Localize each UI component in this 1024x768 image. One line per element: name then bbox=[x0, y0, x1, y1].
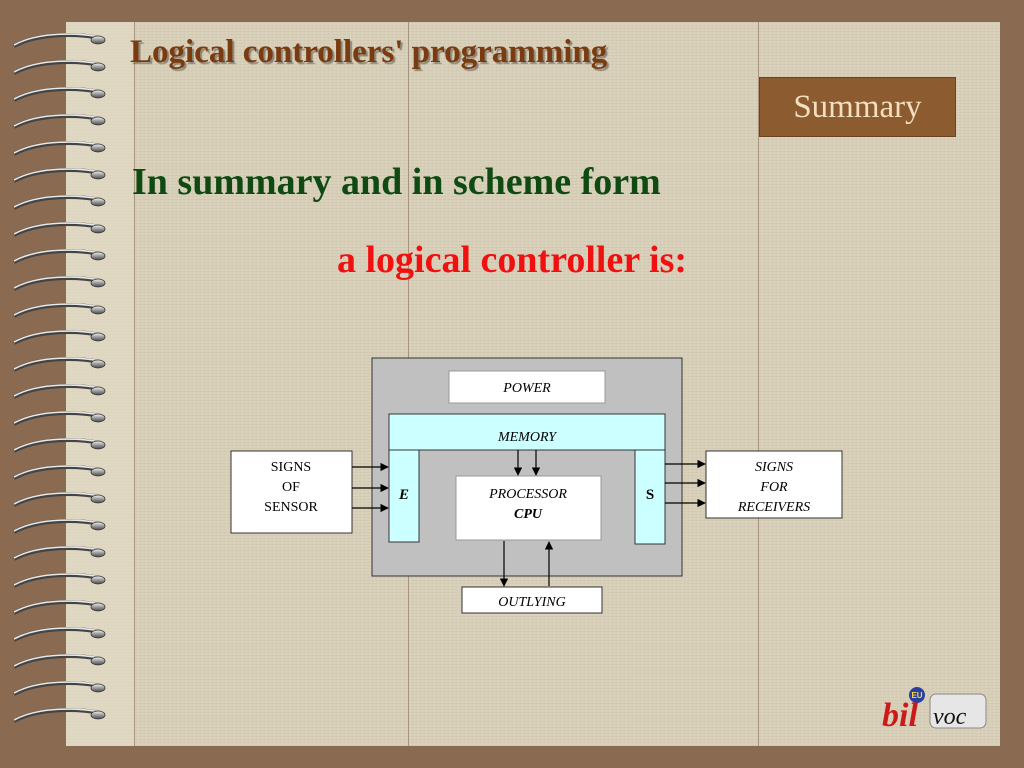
section-badge: Summary bbox=[759, 77, 956, 137]
binding-ring-highlight bbox=[13, 87, 101, 100]
binding-hole bbox=[90, 386, 106, 396]
processor-block bbox=[455, 475, 602, 541]
binding-hole bbox=[90, 305, 106, 315]
binding-ring-highlight bbox=[13, 654, 101, 667]
binding-ring-highlight bbox=[13, 573, 101, 586]
binding-ring-highlight bbox=[13, 600, 101, 613]
binding-ring-highlight bbox=[13, 708, 101, 721]
binding-ring-highlight bbox=[13, 357, 101, 370]
binding-hole bbox=[90, 332, 106, 342]
binding-ring-highlight bbox=[13, 546, 101, 559]
logo-suffix-text: voc bbox=[933, 704, 967, 730]
outlying-label: OUTLYING bbox=[498, 595, 565, 610]
binding-hole bbox=[90, 413, 106, 423]
logo-main-text: bil bbox=[882, 697, 918, 734]
binding-hole bbox=[90, 575, 106, 585]
memory-block bbox=[388, 413, 666, 451]
power-label: POWER bbox=[502, 381, 551, 396]
bilvoc-logo: EU bil voc bbox=[882, 687, 987, 734]
eu-emblem-text: EU bbox=[911, 691, 922, 700]
outlying-block bbox=[461, 586, 603, 614]
binding-hole bbox=[90, 143, 106, 153]
input-port-label: E bbox=[398, 487, 409, 503]
receivers-label-3: RECEIVERS bbox=[737, 500, 810, 515]
binding-hole bbox=[90, 656, 106, 666]
binding-hole bbox=[90, 440, 106, 450]
binding-ring-highlight bbox=[13, 519, 101, 532]
memory-label: MEMORY bbox=[497, 430, 558, 445]
logo-plate bbox=[929, 693, 987, 729]
binding-ring-highlight bbox=[13, 492, 101, 505]
binding-hole bbox=[90, 467, 106, 477]
binding-ring-highlight bbox=[13, 411, 101, 424]
binding-ring-highlight bbox=[13, 249, 101, 262]
sensor-label-2: OF bbox=[282, 480, 300, 495]
binding-hole bbox=[90, 35, 106, 45]
binding-ring-highlight bbox=[13, 465, 101, 478]
receivers-label-1: SIGNS bbox=[755, 460, 793, 475]
binding-ring-highlight bbox=[13, 276, 101, 289]
binding-hole bbox=[90, 170, 106, 180]
binding-ring-highlight bbox=[13, 114, 101, 127]
binding-ring-highlight bbox=[13, 384, 101, 397]
receivers-block bbox=[705, 450, 843, 519]
binding-ring-highlight bbox=[13, 438, 101, 451]
binding-hole bbox=[90, 629, 106, 639]
output-port-block bbox=[634, 449, 666, 545]
binding-hole bbox=[90, 278, 106, 288]
binding-hole bbox=[90, 602, 106, 612]
binding-ring-highlight bbox=[13, 222, 101, 235]
margin-line bbox=[134, 22, 135, 746]
input-port-block bbox=[388, 449, 420, 543]
page-title: Logical controllers' programming bbox=[130, 34, 608, 70]
binding-ring-highlight bbox=[13, 168, 101, 181]
sensor-label-3: SENSOR bbox=[264, 500, 318, 515]
binding-hole bbox=[90, 521, 106, 531]
binding-hole bbox=[90, 224, 106, 234]
column-line-2 bbox=[758, 22, 759, 746]
binding-ring-highlight bbox=[13, 60, 101, 73]
cpu-label: CPU bbox=[514, 507, 543, 522]
sensor-label-1: SIGNS bbox=[271, 460, 311, 475]
binding-ring-highlight bbox=[13, 303, 101, 316]
binding-hole bbox=[90, 251, 106, 261]
output-port-label: S bbox=[646, 487, 654, 503]
binding-hole bbox=[90, 62, 106, 72]
binding-ring-highlight bbox=[13, 627, 101, 640]
binding-hole bbox=[90, 197, 106, 207]
binding-ring-highlight bbox=[13, 195, 101, 208]
binding-hole bbox=[90, 359, 106, 369]
power-block bbox=[448, 370, 606, 404]
binding-hole bbox=[90, 548, 106, 558]
intro-line-1: In summary and in scheme form bbox=[132, 161, 661, 203]
binding-ring-highlight bbox=[13, 33, 101, 46]
spiral-binding-icon bbox=[13, 33, 106, 723]
binding-hole bbox=[90, 116, 106, 126]
receivers-label-2: FOR bbox=[759, 480, 788, 495]
binding-ring-highlight bbox=[13, 681, 101, 694]
intro-line-2: a logical controller is: bbox=[337, 239, 688, 281]
binding-hole bbox=[90, 710, 106, 720]
binding-ring-highlight bbox=[13, 141, 101, 154]
binding-hole bbox=[90, 89, 106, 99]
binding-hole bbox=[90, 683, 106, 693]
sensor-block bbox=[230, 450, 353, 534]
processor-label: PROCESSOR bbox=[488, 487, 567, 502]
eu-emblem-icon bbox=[909, 687, 925, 703]
binding-ring-highlight bbox=[13, 330, 101, 343]
binding-hole bbox=[90, 494, 106, 504]
